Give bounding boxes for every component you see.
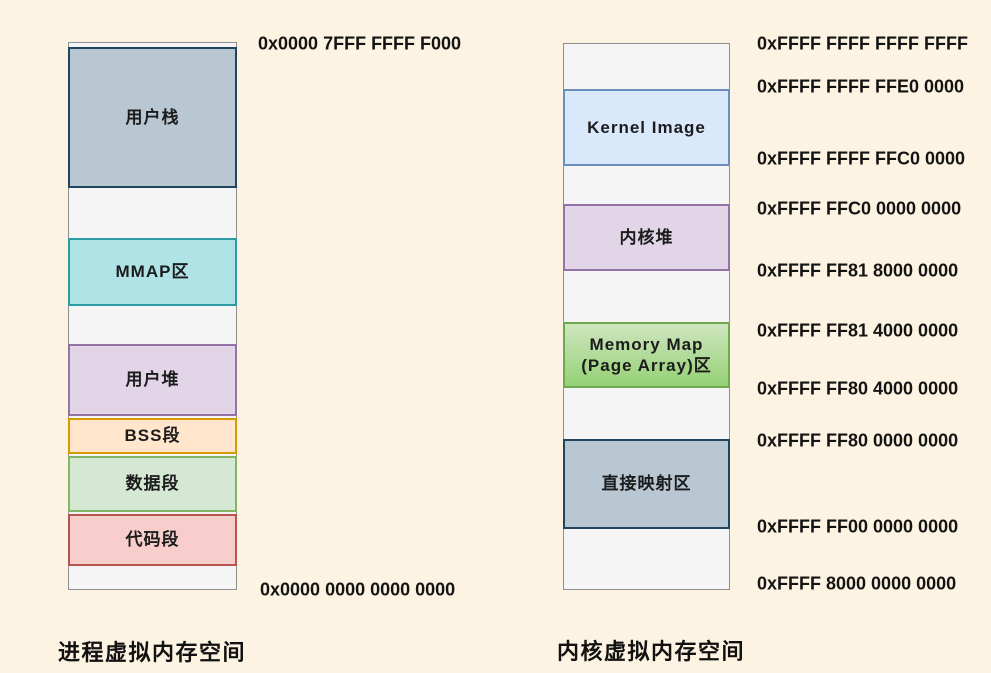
kernel-image-label: Kernel Image — [587, 117, 706, 137]
kernel-image: Kernel Image — [563, 89, 730, 166]
mmap-region-label: MMAP区 — [115, 262, 190, 282]
address-label-process-bottom: 0x0000 0000 0000 0000 — [260, 579, 456, 600]
kernel-heap-label: 内核堆 — [619, 227, 674, 247]
user-heap-label: 用户堆 — [125, 370, 180, 390]
data-segment-label: 数据段 — [125, 474, 180, 494]
address-label-process-top: 0x0000 7FFF FFFF F000 — [258, 33, 462, 54]
direct-mapping-region: 直接映射区 — [563, 439, 730, 529]
bss-segment: BSS段 — [68, 418, 237, 454]
address-label: 0xFFFF FFC0 0000 0000 — [757, 198, 962, 219]
kernel-space-caption: 内核虚拟内存空间 — [557, 639, 746, 664]
kernel-heap: 内核堆 — [563, 204, 730, 271]
direct-mapping-region-label: 直接映射区 — [601, 474, 692, 494]
user-heap: 用户堆 — [68, 344, 237, 416]
memory-map-page-array: Memory Map (Page Array)区 — [563, 322, 730, 388]
code-segment-label: 代码段 — [125, 530, 180, 550]
memory-map-page-array-label: Memory Map (Page Array)区 — [581, 334, 712, 375]
address-label: 0xFFFF FFFF FFFF FFFF — [757, 33, 968, 54]
bss-segment-label: BSS段 — [124, 426, 181, 446]
process-space-caption: 进程虚拟内存空间 — [58, 640, 247, 665]
address-label: 0xFFFF FF00 0000 0000 — [757, 516, 959, 537]
user-stack-label: 用户栈 — [125, 107, 180, 127]
mmap-region: MMAP区 — [68, 238, 237, 306]
address-label: 0xFFFF FF81 8000 0000 — [757, 260, 959, 281]
address-label: 0xFFFF FFFF FFC0 0000 — [757, 148, 966, 169]
process-memory-column: 用户栈 MMAP区用户堆 BSS段数据段代码段 — [68, 42, 237, 590]
address-label: 0xFFFF FF80 0000 0000 — [757, 430, 959, 451]
user-stack: 用户栈 — [68, 47, 237, 188]
kernel-memory-column: Kernel Image 内核堆 Memory Map (Page Array)区直… — [563, 43, 730, 590]
code-segment: 代码段 — [68, 514, 237, 566]
address-label: 0xFFFF FF80 4000 0000 — [757, 378, 959, 399]
address-label: 0xFFFF FFFF FFE0 0000 — [757, 76, 965, 97]
address-label: 0xFFFF 8000 0000 0000 — [757, 573, 957, 594]
data-segment: 数据段 — [68, 456, 237, 512]
address-label: 0xFFFF FF81 4000 0000 — [757, 320, 959, 341]
